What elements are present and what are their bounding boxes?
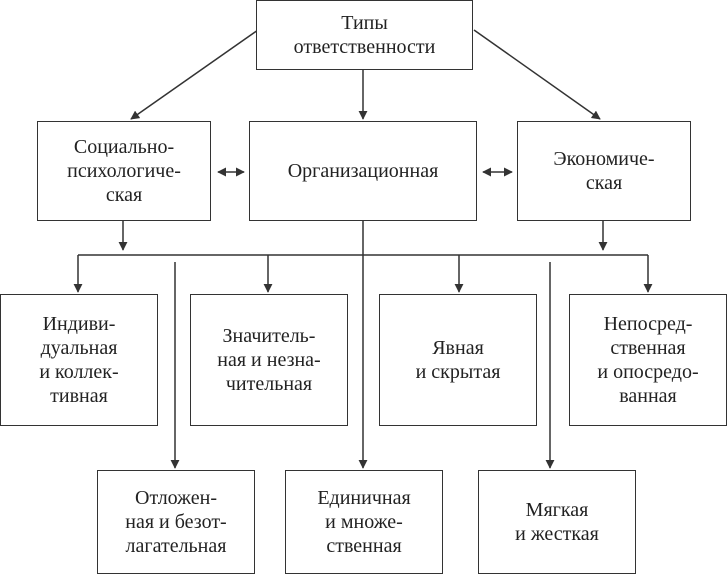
org-label: Организационная bbox=[287, 160, 439, 182]
individual-label: Индиви- дуальная и коллек- тивная bbox=[39, 313, 119, 407]
deferred-label: Отложен- ная и безот- лагательная bbox=[125, 487, 227, 557]
explicit-box: Явная и скрытая bbox=[379, 294, 537, 426]
soft-box: Мягкая и жесткая bbox=[478, 470, 636, 574]
direct-label: Непосред- ственная и опосредо- ванная bbox=[597, 313, 699, 407]
org-box: Организационная bbox=[249, 121, 477, 221]
root-label: Типы ответственности bbox=[293, 12, 436, 58]
root-box: Типы ответственности bbox=[256, 0, 473, 70]
arrow-root-to-econ bbox=[473, 29, 601, 120]
soft-label: Мягкая и жесткая bbox=[515, 499, 599, 545]
social-label: Социально- психологиче- ская bbox=[67, 136, 181, 206]
significant-box: Значитель- ная и незна- чительная bbox=[190, 294, 348, 426]
significant-label: Значитель- ная и незна- чительная bbox=[217, 325, 321, 395]
direct-box: Непосред- ственная и опосредо- ванная bbox=[569, 294, 727, 426]
explicit-label: Явная и скрытая bbox=[415, 337, 501, 383]
individual-box: Индиви- дуальная и коллек- тивная bbox=[0, 294, 158, 426]
econ-label: Экономиче- ская bbox=[553, 148, 655, 194]
econ-box: Экономиче- ская bbox=[517, 121, 691, 221]
single-label: Единичная и множе- ственная bbox=[317, 487, 411, 557]
arrow-root-to-social bbox=[130, 29, 259, 120]
single-box: Единичная и множе- ственная bbox=[285, 470, 443, 574]
social-box: Социально- психологиче- ская bbox=[37, 121, 211, 221]
deferred-box: Отложен- ная и безот- лагательная bbox=[97, 470, 255, 574]
